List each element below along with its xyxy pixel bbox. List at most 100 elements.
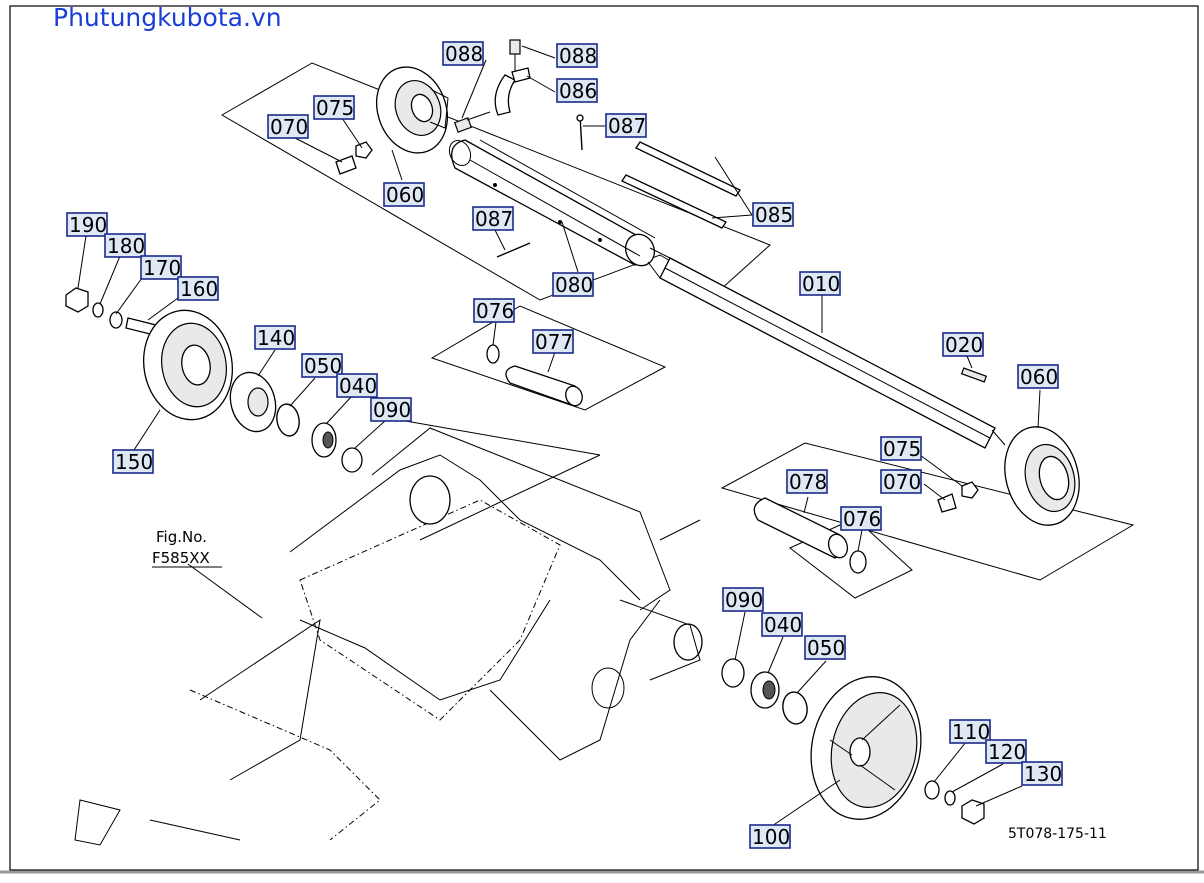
- part-tag-label: 100: [752, 825, 790, 849]
- part-tag-p190: 190: [66, 212, 108, 237]
- part-tag-p078: 078: [786, 469, 828, 494]
- wheel-100: [810, 676, 922, 820]
- part-tag-p110: 110: [949, 719, 991, 744]
- part-tag-box: [254, 325, 296, 350]
- part-tag-p100: 100: [749, 824, 791, 849]
- bolt-nut-070-075-upper: [335, 141, 373, 175]
- part-tag-box: [552, 272, 594, 297]
- part-tag-label: 150: [115, 450, 153, 474]
- part-tag-label: 040: [339, 374, 377, 398]
- part-tag-label: 077: [535, 330, 573, 354]
- part-tag-box: [140, 255, 182, 280]
- wheel-150: [142, 309, 234, 421]
- bearing-040-right: [750, 671, 780, 709]
- right-pin-group-outline: [720, 442, 1135, 581]
- part-tag-p160: 160: [177, 276, 219, 301]
- part-tag-label: 076: [476, 299, 514, 323]
- part-tag-p120: 120: [985, 739, 1027, 764]
- part-tag-p087a: 087: [605, 113, 647, 138]
- bearing-040-left: [311, 422, 337, 458]
- sprocket-060-left: [376, 66, 449, 154]
- part-tag-box: [556, 43, 598, 68]
- part-tag-p040a: 040: [336, 373, 378, 398]
- part-tag-label: 180: [107, 234, 145, 258]
- part-tag-p050a: 050: [301, 353, 343, 378]
- washer-170: [109, 311, 123, 329]
- part-tag-box: [749, 824, 791, 849]
- key-020: [960, 367, 988, 383]
- part-tag-label: 090: [725, 588, 763, 612]
- part-tag-label: 076: [843, 507, 881, 531]
- part-tag-box: [104, 233, 146, 258]
- part-tag-box: [370, 397, 412, 422]
- part-tag-p060b: 060: [1017, 364, 1059, 389]
- part-tag-p130: 130: [1021, 761, 1063, 786]
- sprocket-140: [229, 371, 277, 433]
- part-tag-label: 085: [755, 203, 793, 227]
- part-tag-label: 078: [789, 470, 827, 494]
- part-tag-label: 130: [1024, 762, 1062, 786]
- part-tag-box: [1017, 364, 1059, 389]
- part-tag-box: [605, 113, 647, 138]
- part-tag-p086: 086: [556, 78, 598, 103]
- part-tag-label: 160: [180, 277, 218, 301]
- part-tag-p010: 010: [799, 271, 841, 296]
- part-tag-p150: 150: [112, 449, 154, 474]
- part-tag-label: 040: [764, 613, 802, 637]
- part-tag-box: [880, 436, 922, 461]
- part-tag-label: 075: [883, 437, 921, 461]
- part-tag-label: 080: [555, 273, 593, 297]
- part-tag-label: 010: [802, 272, 840, 296]
- part-tag-label: 140: [257, 326, 295, 350]
- part-tag-p088a: 088: [442, 41, 484, 66]
- part-tag-p180: 180: [104, 233, 146, 258]
- part-tag-label: 020: [945, 333, 983, 357]
- part-tag-label: 087: [608, 114, 646, 138]
- part-tag-box: [267, 114, 309, 139]
- part-tag-p070b: 070: [880, 469, 922, 494]
- plate-085: [621, 141, 741, 229]
- part-tag-label: 075: [316, 96, 354, 120]
- washer-120: [944, 790, 956, 806]
- bracket-086: [494, 39, 531, 116]
- part-tag-box: [880, 469, 922, 494]
- part-tag-p075a: 075: [313, 95, 355, 120]
- part-tag-box: [942, 332, 984, 357]
- part-tag-box: [472, 206, 514, 231]
- part-tag-label: 170: [143, 256, 181, 280]
- part-tag-p088b: 088: [556, 43, 598, 68]
- part-tag-label: 087: [475, 207, 513, 231]
- part-tag-box: [336, 373, 378, 398]
- part-tag-label: 060: [1020, 365, 1058, 389]
- part-tag-label: 110: [952, 720, 990, 744]
- tube-080: [448, 139, 656, 267]
- collar-group-outline: [789, 517, 913, 599]
- part-tag-box: [473, 298, 515, 323]
- part-tag-label: 060: [386, 183, 424, 207]
- part-tag-box: [313, 95, 355, 120]
- part-tag-box: [949, 719, 991, 744]
- part-tag-box: [177, 276, 219, 301]
- part-tag-box: [383, 182, 425, 207]
- drawing-code: 5T078-175-11: [1008, 826, 1107, 842]
- part-tag-box: [301, 353, 343, 378]
- sprocket-060-right: [1004, 426, 1080, 526]
- washer-110: [924, 780, 940, 800]
- watermark: Phutungkubota.vn: [53, 3, 282, 32]
- pin-087: [496, 114, 584, 258]
- part-tag-box: [1021, 761, 1063, 786]
- part-tag-label: 050: [807, 636, 845, 660]
- diagram-border: [9, 5, 1199, 871]
- part-tag-label: 050: [304, 354, 342, 378]
- part-tag-label: 070: [270, 115, 308, 139]
- washer-180: [92, 302, 104, 318]
- part-tag-box: [761, 612, 803, 637]
- part-tag-box: [786, 469, 828, 494]
- part-tag-p040b: 040: [761, 612, 803, 637]
- part-tag-box: [556, 78, 598, 103]
- part-tag-box: [442, 41, 484, 66]
- part-tag-box: [804, 635, 846, 660]
- part-tag-box: [722, 587, 764, 612]
- bolt-nut-070-075-right: [937, 481, 979, 513]
